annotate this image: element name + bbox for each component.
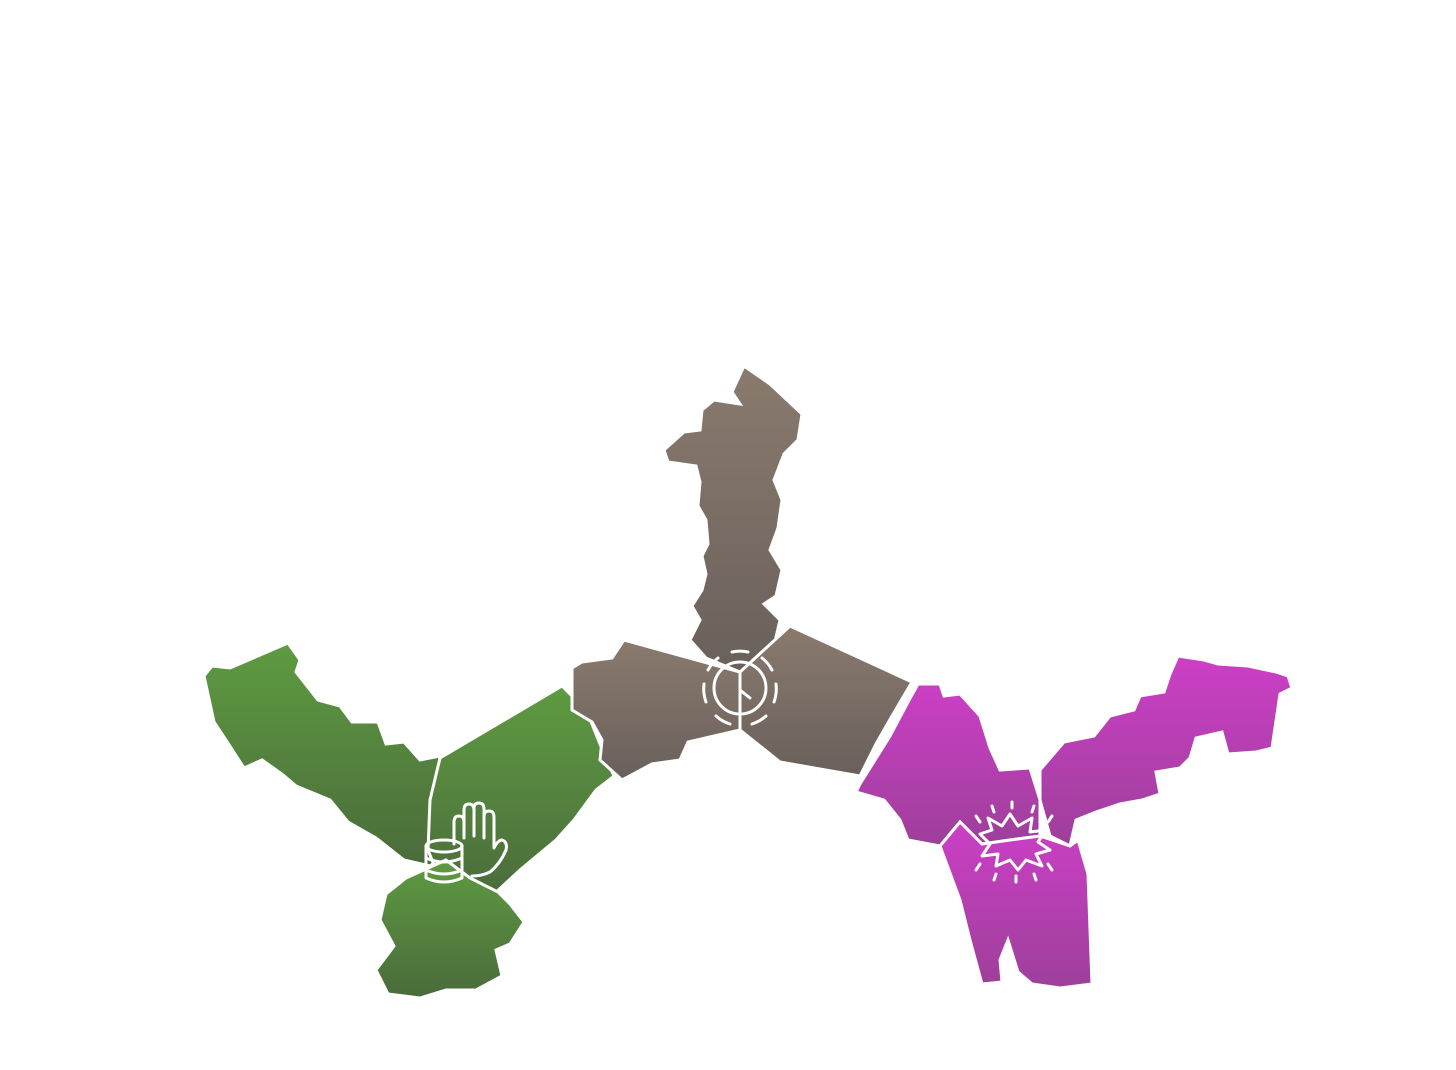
time-right-arm [738, 624, 915, 778]
segment-time [570, 363, 915, 782]
impact-right-arm [1038, 654, 1294, 849]
clock-icon [702, 649, 778, 726]
hand-coins-icon [424, 801, 508, 884]
impact-stem [938, 819, 1094, 990]
segment-impact [853, 654, 1294, 990]
segment-money [202, 641, 616, 1000]
impact-left-arm [853, 682, 1042, 848]
money-stem [374, 858, 526, 1000]
time-stem [662, 363, 804, 674]
explosion-icon [974, 800, 1054, 884]
time-left-arm [570, 638, 742, 782]
